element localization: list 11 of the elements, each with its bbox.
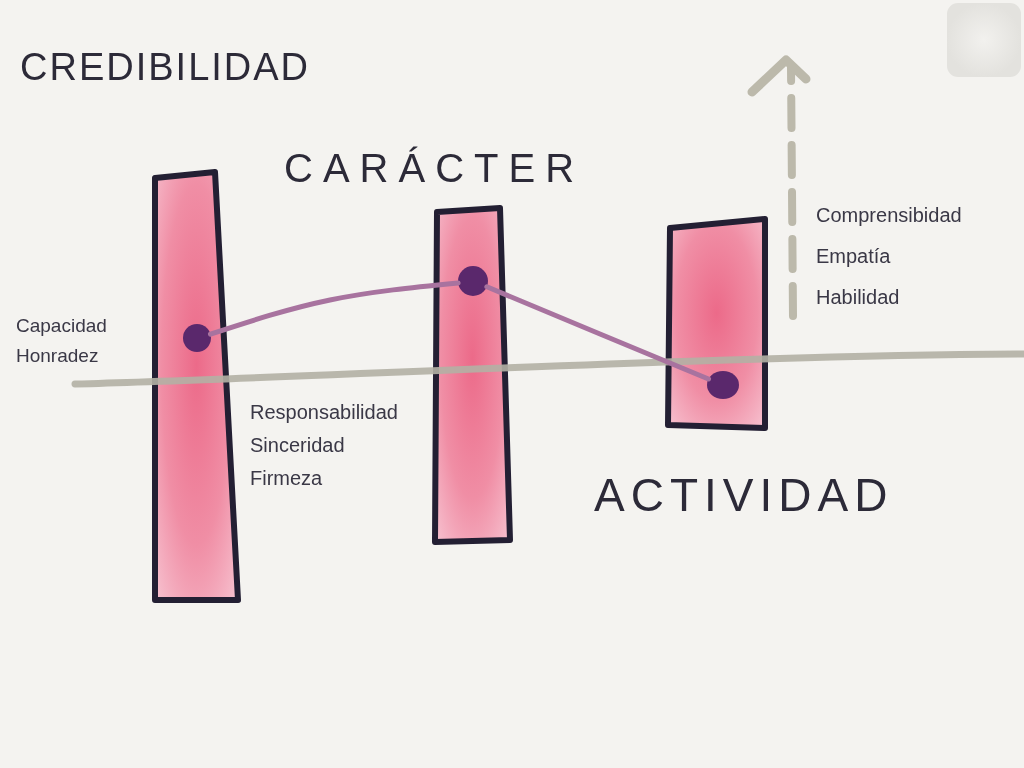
title: CREDIBILIDAD (20, 47, 311, 89)
column-heading: CARÁCTER (284, 146, 585, 190)
attribute-list: Capacidad Honradez (16, 311, 107, 371)
vertical-bar (430, 203, 515, 548)
column-heading: ACTIVIDAD (594, 470, 894, 521)
attribute-list: Responsabilidad Sinceridad Firmeza (250, 396, 398, 495)
vertical-bar (663, 213, 771, 433)
attribute-list: Comprensibidad Empatía Habilidad (816, 195, 962, 318)
dot-marker (183, 324, 211, 352)
dot-marker (707, 371, 739, 399)
dot-marker (458, 266, 488, 296)
